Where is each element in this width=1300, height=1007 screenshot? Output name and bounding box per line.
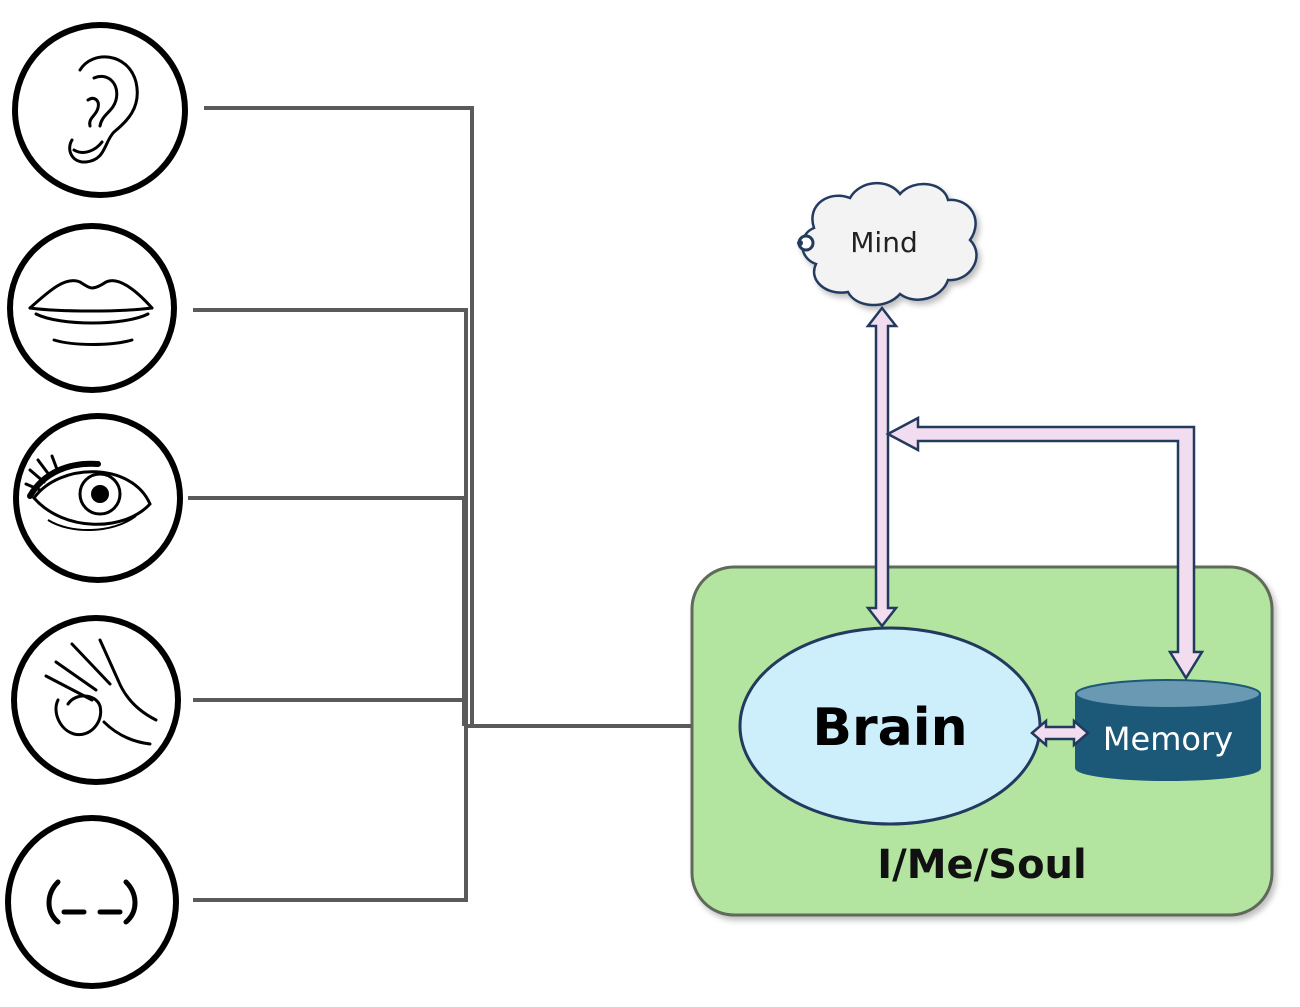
mouth-sense [7,223,177,393]
ear-icon [68,55,139,164]
hand-icon [44,638,158,746]
hand-sense [11,615,181,785]
mind-label: Mind [850,226,917,259]
sense-connectors [188,106,739,902]
cloud-icon [797,181,978,307]
memory-label: Memory [1103,720,1233,758]
ear-sense [12,22,188,198]
eye-sense [13,413,183,583]
cylinder-icon [1075,679,1261,781]
eye-icon [24,454,152,531]
brain-memory-arrow [1030,718,1090,748]
nose-sense [5,815,179,989]
mind-brain-arrow [865,305,899,629]
lips-icon [28,279,154,346]
brain-label: Brain [812,698,967,758]
soul-label: I/Me/Soul [877,842,1087,888]
nose-icon [46,879,138,925]
memory-mind-arrow [885,415,1205,681]
